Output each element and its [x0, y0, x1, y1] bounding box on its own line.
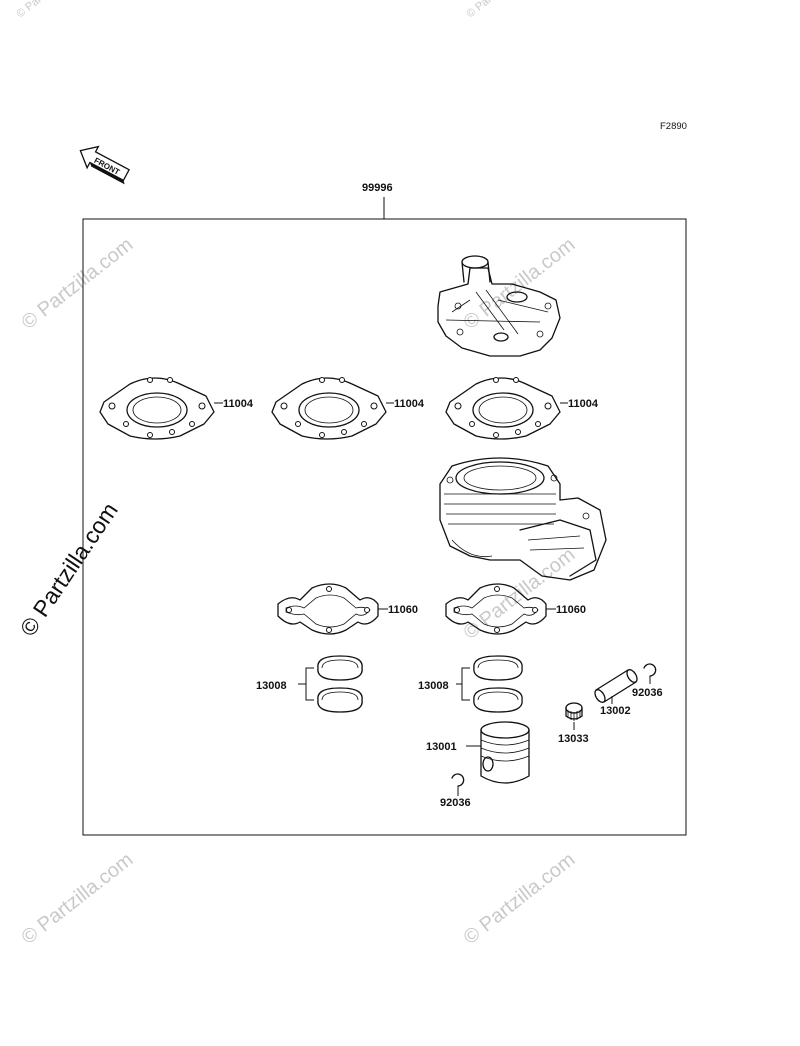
piston-illustration — [480, 721, 530, 784]
cylinder-head-illustration — [437, 255, 561, 357]
circlip-illustration — [451, 773, 465, 787]
front-arrow-icon: FRONT — [79, 145, 130, 185]
piston-rings-illustration — [473, 655, 523, 713]
head-gasket-illustration — [271, 377, 387, 440]
part-label-92036[interactable]: 92036 — [440, 797, 471, 809]
part-label-13008[interactable]: 13008 — [418, 680, 449, 692]
watermark-text: © Partzilla.com — [18, 849, 138, 949]
watermark-layer: © Partzilla.com © Partzilla.com © Partzi… — [14, 0, 579, 949]
watermark-text: © Partzilla.com — [18, 234, 138, 334]
watermark-text: © Partzilla.com — [15, 498, 123, 641]
figure-code: F2890 — [660, 121, 687, 132]
cylinder-illustration — [439, 457, 607, 581]
part-label-13033[interactable]: 13033 — [558, 733, 589, 745]
kit-part-number[interactable]: 99996 — [362, 182, 393, 194]
base-gasket-illustration — [277, 583, 379, 635]
head-gasket-illustration — [445, 377, 561, 440]
part-label-11004[interactable]: 11004 — [394, 398, 425, 410]
kit-frame — [82, 218, 687, 836]
piston-pin-illustration — [594, 669, 638, 703]
part-label-11004[interactable]: 11004 — [223, 398, 254, 410]
part-label-11004[interactable]: 11004 — [568, 398, 599, 410]
watermark-text: © Partzilla.com — [460, 849, 580, 949]
watermark-text: © Partzilla.com — [464, 0, 530, 20]
part-label-13002[interactable]: 13002 — [600, 705, 631, 717]
part-label-11060[interactable]: 11060 — [388, 604, 418, 616]
needle-bearing-illustration — [565, 702, 583, 721]
part-label-13001[interactable]: 13001 — [426, 741, 457, 753]
watermark-text: © Partzilla.com — [14, 0, 80, 20]
part-label-13008[interactable]: 13008 — [256, 680, 287, 692]
watermark-text: © Partzilla.com — [460, 234, 580, 334]
piston-rings-illustration — [317, 655, 363, 713]
circlip-illustration — [643, 663, 657, 677]
head-gasket-illustration — [99, 377, 215, 440]
base-gasket-illustration — [445, 583, 547, 635]
part-label-92036[interactable]: 92036 — [632, 687, 663, 699]
part-label-11060[interactable]: 11060 — [556, 604, 586, 616]
